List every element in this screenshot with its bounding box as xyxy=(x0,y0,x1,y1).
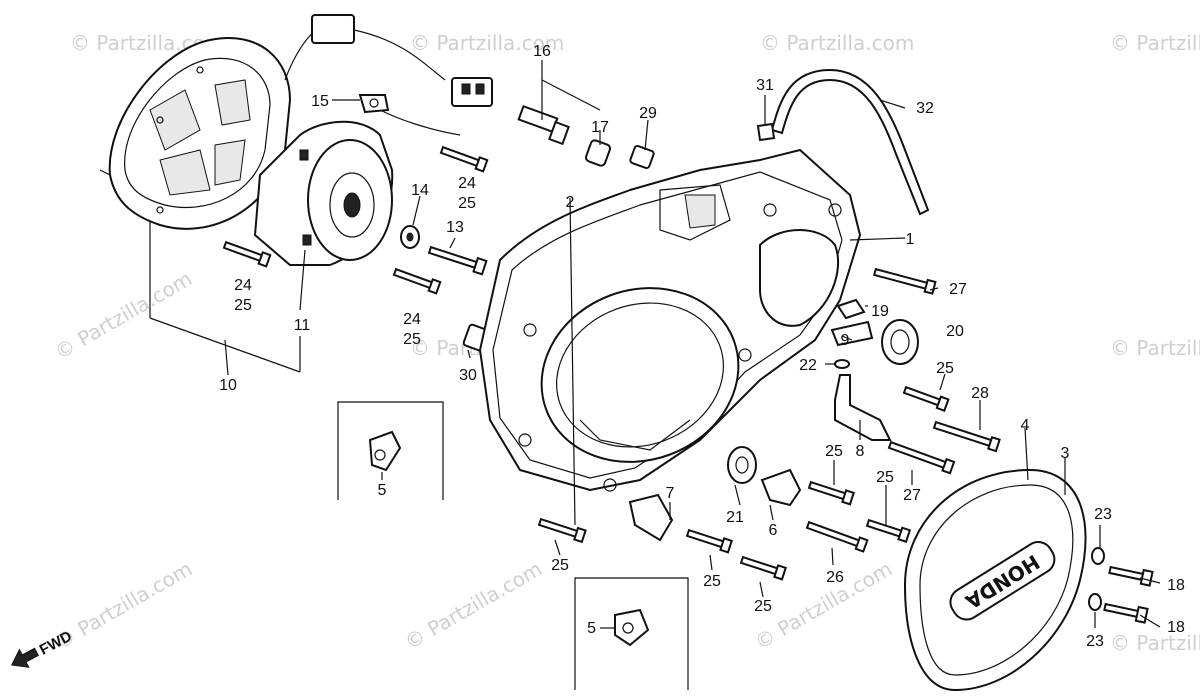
part-5-inset-box-lower xyxy=(574,577,689,690)
callout-26: 26 xyxy=(826,569,844,586)
callout-27: 27 xyxy=(949,281,967,298)
callout-29: 29 xyxy=(639,105,657,122)
fwd-arrow-icon xyxy=(10,647,40,668)
callout-21: 21 xyxy=(726,509,744,526)
wiring-harness xyxy=(284,14,493,136)
callout-6: 6 xyxy=(769,522,778,539)
stator-housing xyxy=(99,37,292,230)
watermark: © Partzilla.com xyxy=(1110,336,1200,360)
callout-31: 31 xyxy=(756,77,774,94)
watermark: © Partzilla.com xyxy=(410,31,564,55)
callout-25: 25 xyxy=(754,598,772,615)
watermark: © Partzilla.com xyxy=(401,556,547,654)
callout-3: 3 xyxy=(1061,445,1070,462)
watermark: © Partzilla.com xyxy=(51,266,197,364)
callout-28: 28 xyxy=(971,385,989,402)
callout-25: 25 xyxy=(936,360,954,377)
part-31-clip xyxy=(756,122,776,142)
callout-25: 25 xyxy=(551,557,569,574)
part-7-bracket xyxy=(628,493,674,542)
callout-10: 10 xyxy=(219,377,237,394)
callout-25: 25 xyxy=(825,443,843,460)
part-22-washer xyxy=(834,359,850,369)
part-23-washer xyxy=(1091,547,1105,565)
callout-24: 24 xyxy=(403,311,421,328)
watermark: © Partzilla.com xyxy=(1110,631,1200,655)
callout-25: 25 xyxy=(703,573,721,590)
part-6-bracket xyxy=(760,468,802,507)
callout-7: 7 xyxy=(666,485,675,502)
part-19-clip xyxy=(836,298,866,320)
washer-hole xyxy=(406,232,414,242)
part-8-bracket xyxy=(834,374,892,441)
callout-1: 1 xyxy=(906,231,915,248)
callout-13: 13 xyxy=(446,219,464,236)
leader-lines xyxy=(149,60,1161,629)
callout-9: 9 xyxy=(841,332,850,349)
callout-4: 4 xyxy=(1021,417,1030,434)
part-20-seal xyxy=(881,319,919,365)
callout-23: 23 xyxy=(1086,633,1104,650)
callout-labels: 16 17 29 31 32 2 1 27 19 20 9 22 25 28 8… xyxy=(219,43,1185,650)
callout-27: 27 xyxy=(903,487,921,504)
callout-15: 15 xyxy=(311,93,329,110)
callout-25: 25 xyxy=(403,331,421,348)
outer-cover: HONDA xyxy=(903,468,1087,692)
callout-5: 5 xyxy=(587,620,596,637)
rotor-flywheel xyxy=(253,120,394,266)
part-9-plate xyxy=(830,320,874,347)
callout-14: 14 xyxy=(411,182,429,199)
callout-20: 20 xyxy=(946,323,964,340)
callout-18: 18 xyxy=(1167,619,1185,636)
watermark: © Partzilla.com xyxy=(1110,31,1200,55)
watermark: © Partzilla.com xyxy=(760,31,914,55)
callout-19: 19 xyxy=(871,303,889,320)
callout-25: 25 xyxy=(876,469,894,486)
callout-22: 22 xyxy=(799,357,817,374)
callout-16: 16 xyxy=(533,43,551,60)
part-32-breather-tube xyxy=(770,68,930,216)
callout-23: 23 xyxy=(1094,506,1112,523)
callout-24: 24 xyxy=(458,175,476,192)
part-5-inset-box xyxy=(337,401,444,500)
callout-17: 17 xyxy=(591,119,609,136)
callout-11: 11 xyxy=(294,317,311,334)
callout-2: 2 xyxy=(566,194,575,211)
part-29-dowel xyxy=(629,144,655,170)
callout-8: 8 xyxy=(856,443,865,460)
callout-5: 5 xyxy=(378,482,387,499)
callout-30: 30 xyxy=(459,367,477,384)
callout-25: 25 xyxy=(234,297,252,314)
part-16-switch xyxy=(517,104,570,146)
part-15-clip xyxy=(358,94,390,114)
callout-32: 32 xyxy=(916,100,934,117)
part-21-seal xyxy=(727,446,757,484)
callout-24: 24 xyxy=(234,277,252,294)
part-17-cap xyxy=(584,139,612,167)
callout-25: 25 xyxy=(458,195,476,212)
crankcase-cover xyxy=(478,148,862,492)
part-23-washer xyxy=(1088,593,1102,611)
callout-18: 18 xyxy=(1167,577,1185,594)
bolt-group xyxy=(222,145,1154,624)
